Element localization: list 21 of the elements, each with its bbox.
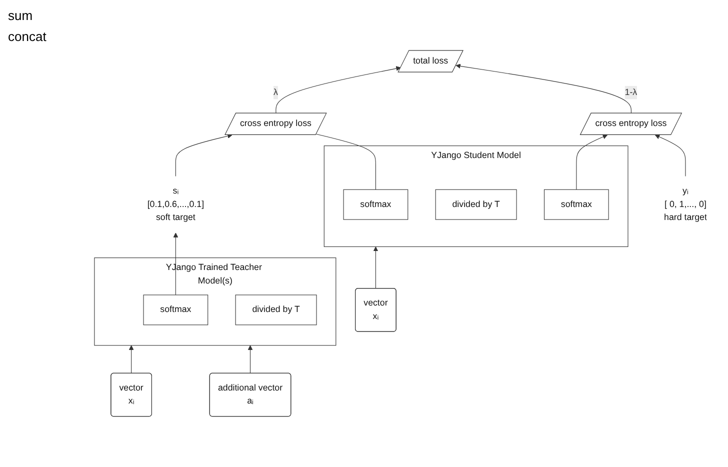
note-label: sum	[8, 8, 34, 23]
edge-label: λ	[273, 88, 278, 98]
node-box: softmax	[544, 189, 609, 220]
node-box: divided by T	[435, 189, 517, 220]
arrow	[373, 246, 378, 289]
note-label: concat	[8, 29, 48, 44]
connector	[316, 134, 376, 190]
node-box: softmax	[143, 294, 208, 326]
arrow	[654, 134, 686, 177]
edge-label: 1-λ	[624, 88, 638, 98]
arrow	[173, 232, 178, 296]
node-text: sᵢ [0.1,0.6,...,0.1] soft target	[147, 186, 204, 222]
node-box: softmax	[343, 189, 408, 220]
arrow	[248, 345, 253, 374]
arrow	[456, 64, 632, 114]
arrow	[276, 66, 401, 114]
node-box: divided by T	[235, 294, 317, 326]
arrow	[128, 345, 134, 374]
arrow	[576, 134, 608, 190]
node-text: yᵢ [ 0, 1,..., 0] hard target	[664, 186, 707, 222]
arrow	[175, 134, 232, 177]
